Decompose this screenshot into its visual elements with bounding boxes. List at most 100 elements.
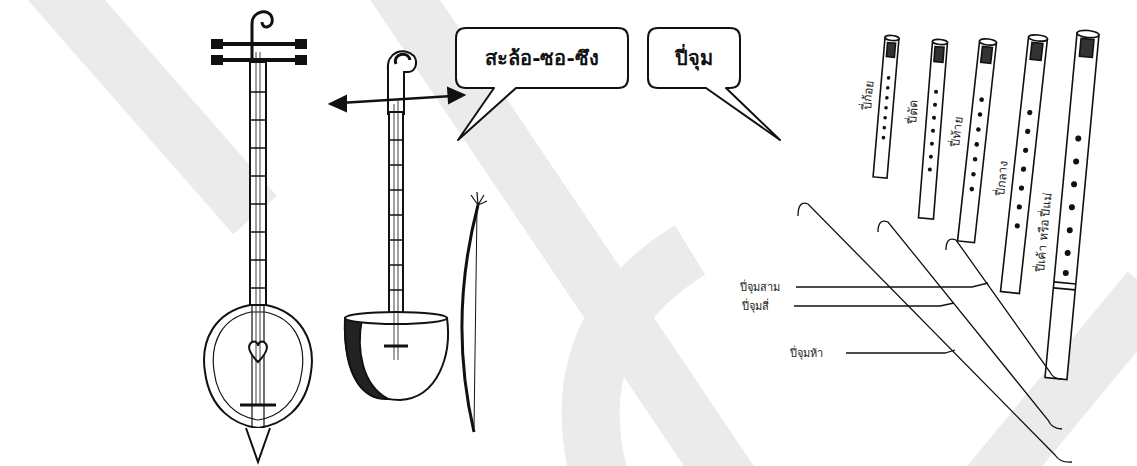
finger-hole: [1025, 129, 1031, 135]
leader-line: [796, 283, 988, 287]
finger-hole: [882, 126, 886, 130]
instrument-head: [388, 51, 416, 114]
pipe: [1045, 29, 1099, 379]
fret: [389, 139, 403, 141]
finger-hole: [969, 187, 974, 192]
finger-hole: [1064, 250, 1071, 257]
bracket: [798, 203, 1072, 462]
set-name: ปี่จุมห้า: [790, 348, 823, 359]
pipes: [873, 29, 1099, 379]
mouthpiece: [981, 46, 993, 63]
finger-hole: [1067, 227, 1074, 234]
set-name: ปี่จุมสาม: [740, 282, 780, 293]
pipe-end: [885, 35, 899, 41]
finger-holes: [928, 90, 938, 172]
finger-hole: [933, 103, 937, 107]
finger-hole: [1023, 147, 1029, 153]
string: [256, 52, 257, 405]
pipe-end: [1028, 34, 1048, 42]
fret: [389, 264, 403, 266]
fret: [389, 189, 403, 191]
finger-hole: [974, 142, 979, 147]
sound-hole: [249, 341, 267, 362]
pipe-body: [873, 37, 899, 178]
bow-tuft: [471, 192, 487, 205]
fret: [250, 175, 266, 177]
string: [398, 100, 399, 360]
leader-line: [794, 303, 954, 306]
finger-holes: [1014, 110, 1032, 229]
peg-knob: [296, 56, 306, 64]
fret: [250, 203, 266, 205]
finger-holes: [969, 97, 984, 192]
frets: [250, 92, 266, 288]
finger-hole: [1073, 158, 1080, 165]
fret: [389, 164, 403, 166]
instrument-head: [252, 12, 272, 64]
fret: [389, 239, 403, 241]
finger-hole: [929, 154, 933, 158]
pipe-name: ปี่กลาง: [994, 160, 1010, 196]
bubble-shape: [456, 28, 628, 140]
instrument-neck: [250, 62, 266, 307]
fret: [250, 231, 266, 233]
speech-bubble: สะล้อ-ซอ-ซึง: [456, 28, 628, 88]
pipe-end: [932, 39, 947, 45]
bracket: [878, 221, 1062, 429]
leader-line: [846, 350, 955, 353]
finger-hole: [979, 97, 984, 102]
fret: [250, 287, 266, 289]
peg-knob: [212, 40, 222, 48]
bridge: [384, 345, 408, 348]
peg-arrow: [330, 96, 346, 111]
fret: [250, 91, 266, 93]
finger-hole: [883, 116, 887, 120]
body-neck-strip: [252, 305, 264, 428]
sueng-instrument: [204, 12, 312, 462]
watermark-band: [591, 250, 690, 466]
finger-hole: [934, 90, 938, 94]
finger-holes: [1063, 135, 1082, 276]
bow: [462, 192, 487, 432]
bubble-text: ปี่จุม: [675, 47, 713, 69]
instrument-neck: [389, 112, 403, 318]
finger-hole: [1017, 204, 1023, 210]
finger-hole: [882, 136, 886, 140]
frets: [389, 140, 403, 290]
finger-hole: [1063, 270, 1070, 277]
pipe-name: ปี่เค้า หรือ ปี่แม่: [1034, 192, 1053, 272]
peg-knob: [212, 56, 222, 64]
fret: [250, 147, 266, 149]
finger-hole: [1027, 110, 1033, 116]
finger-hole: [971, 172, 976, 177]
finger-hole: [1021, 166, 1027, 172]
tuning-peg: [340, 96, 452, 103]
pipe-name: ปี่ท้าย: [949, 116, 964, 147]
finger-hole: [1071, 181, 1078, 188]
bubble-text: สะล้อ-ซอ-ซึง: [485, 47, 599, 69]
pipe-end: [979, 38, 997, 46]
finger-hole: [928, 167, 932, 171]
finger-hole: [1014, 223, 1020, 229]
pipe-body: [1045, 33, 1099, 380]
pipe-name: ปี่ตัด: [906, 100, 920, 125]
finger-hole: [1019, 185, 1025, 191]
watermark-band: [40, 0, 255, 215]
pipe-joint: [1053, 288, 1075, 290]
bridge: [240, 404, 276, 407]
finger-holes: [882, 76, 891, 140]
bow-hair: [474, 208, 477, 428]
pipe: [873, 35, 899, 178]
peg-arrow: [448, 88, 464, 103]
mouthpiece: [1030, 42, 1043, 60]
head-scroll: [395, 54, 410, 64]
fret: [389, 289, 403, 291]
speech-bubble: ปี่จุม: [648, 28, 740, 88]
tuning-peg: [218, 42, 300, 46]
mouthpiece: [934, 47, 944, 63]
bow-stick: [462, 205, 478, 432]
finger-hole: [1075, 135, 1082, 142]
peg-knob: [296, 40, 306, 48]
pipe-body: [958, 41, 997, 243]
pipe: [958, 38, 997, 243]
